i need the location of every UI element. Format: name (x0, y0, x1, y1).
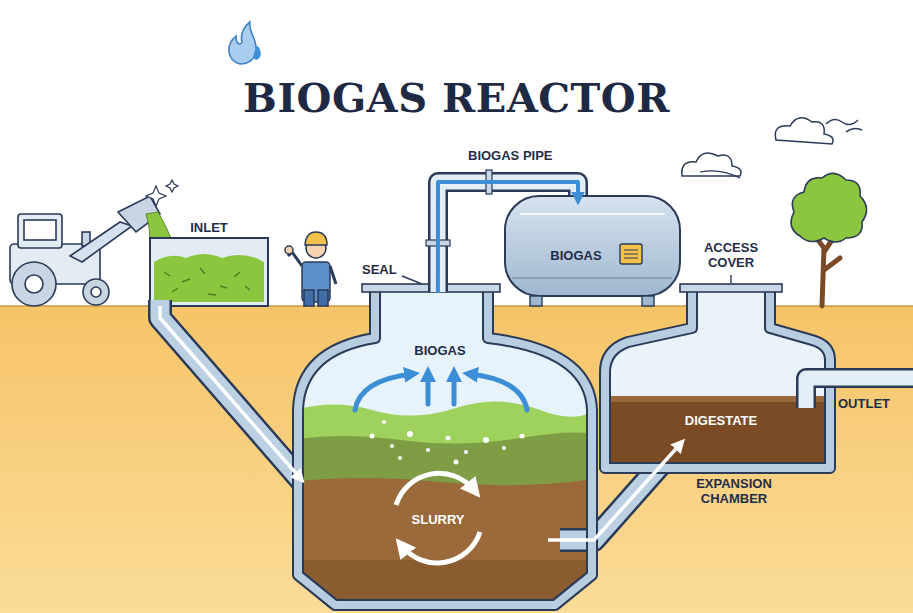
flow-arrow (438, 182, 578, 293)
part-label: INLET (178, 220, 240, 235)
gas-label: BIOGAS (390, 343, 490, 358)
flow-arrow (160, 306, 301, 479)
part-label: SEAL (362, 262, 406, 277)
slurry-label: SLURRY (390, 512, 486, 527)
inlet-hopper: INLET (148, 215, 270, 306)
chamber-label: EXPANSION CHAMBER (686, 476, 782, 506)
diagram-title: BIOGAS REACTOR (0, 74, 913, 122)
digester-reactor: BIOGAS SLURRY (298, 290, 592, 605)
flow-arrow (548, 443, 681, 540)
part-label: ACCESS COVER (698, 240, 764, 270)
gas-holder-tank: BIOGAS (505, 196, 680, 296)
expansion-chamber: DIGESTATE EXPANSION CHAMBER (600, 290, 832, 515)
digestate-label: DIGESTATE (666, 413, 776, 428)
part-label: OUTLET (838, 396, 908, 411)
tank-label: BIOGAS (535, 248, 617, 263)
pipe-label: BIOGAS PIPE (468, 148, 553, 163)
